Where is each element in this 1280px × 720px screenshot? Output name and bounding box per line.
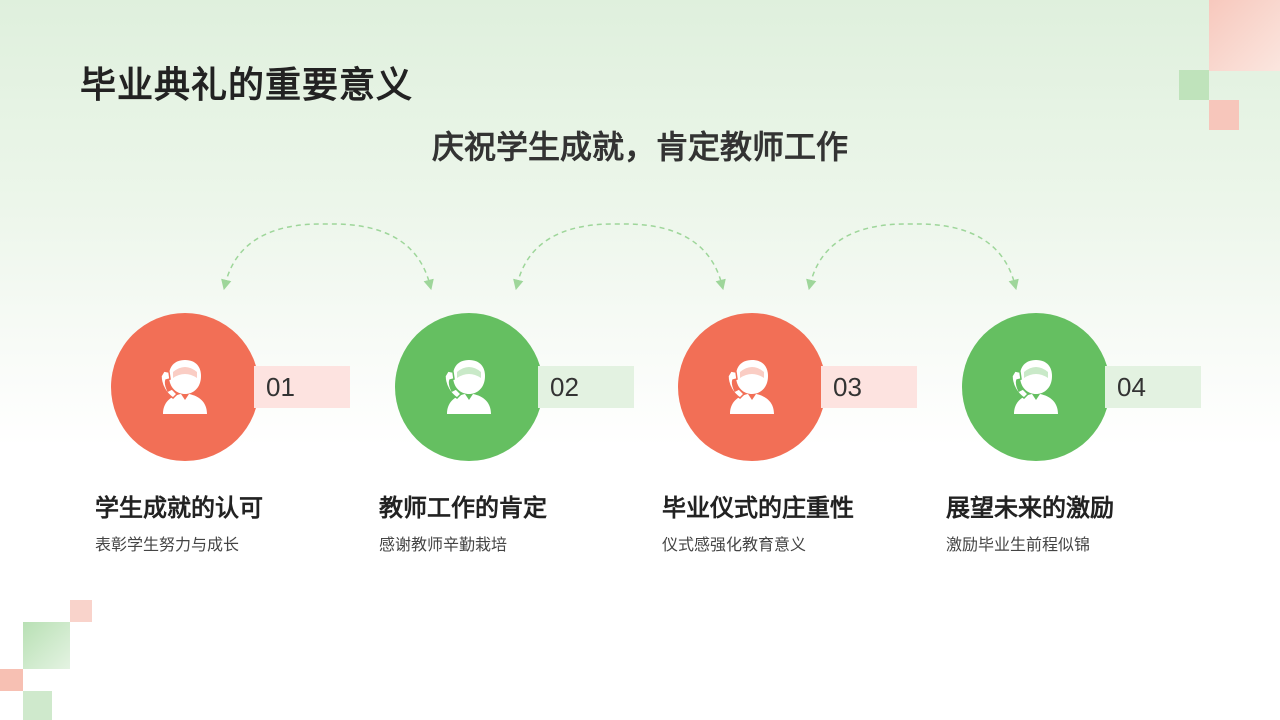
item-title-3: 毕业仪式的庄重性 xyxy=(662,494,854,522)
item-desc-2: 感谢教师辛勤栽培 xyxy=(379,535,508,554)
item-circle-4 xyxy=(962,313,1110,461)
item-number-1: 01 xyxy=(254,366,350,408)
item-title-2: 教师工作的肯定 xyxy=(379,494,547,522)
item-desc-3: 仪式感强化教育意义 xyxy=(662,535,807,554)
person-phone-icon xyxy=(443,356,495,418)
person-phone-icon xyxy=(1010,356,1062,418)
item-number-3: 03 xyxy=(821,366,917,408)
page-title: 毕业典礼的重要意义 xyxy=(80,65,414,106)
person-phone-icon xyxy=(159,356,211,418)
item-desc-1: 表彰学生努力与成长 xyxy=(95,535,240,554)
connector-arc-3 xyxy=(806,223,1019,291)
item-number-2: 02 xyxy=(538,366,634,408)
item-title-1: 学生成就的认可 xyxy=(95,494,263,522)
page-subtitle: 庆祝学生成就，肯定教师工作 xyxy=(431,128,848,166)
connector-arcs xyxy=(221,223,1019,291)
item-number-4: 04 xyxy=(1105,366,1201,408)
connector-arc-1 xyxy=(221,223,434,291)
person-phone-icon xyxy=(726,356,778,418)
item-desc-4: 激励毕业生前程似锦 xyxy=(946,535,1091,554)
item-circle-1 xyxy=(111,313,259,461)
item-circle-3 xyxy=(678,313,826,461)
item-circle-2 xyxy=(395,313,543,461)
item-title-4: 展望未来的激励 xyxy=(946,494,1114,522)
connector-arc-2 xyxy=(513,223,726,291)
